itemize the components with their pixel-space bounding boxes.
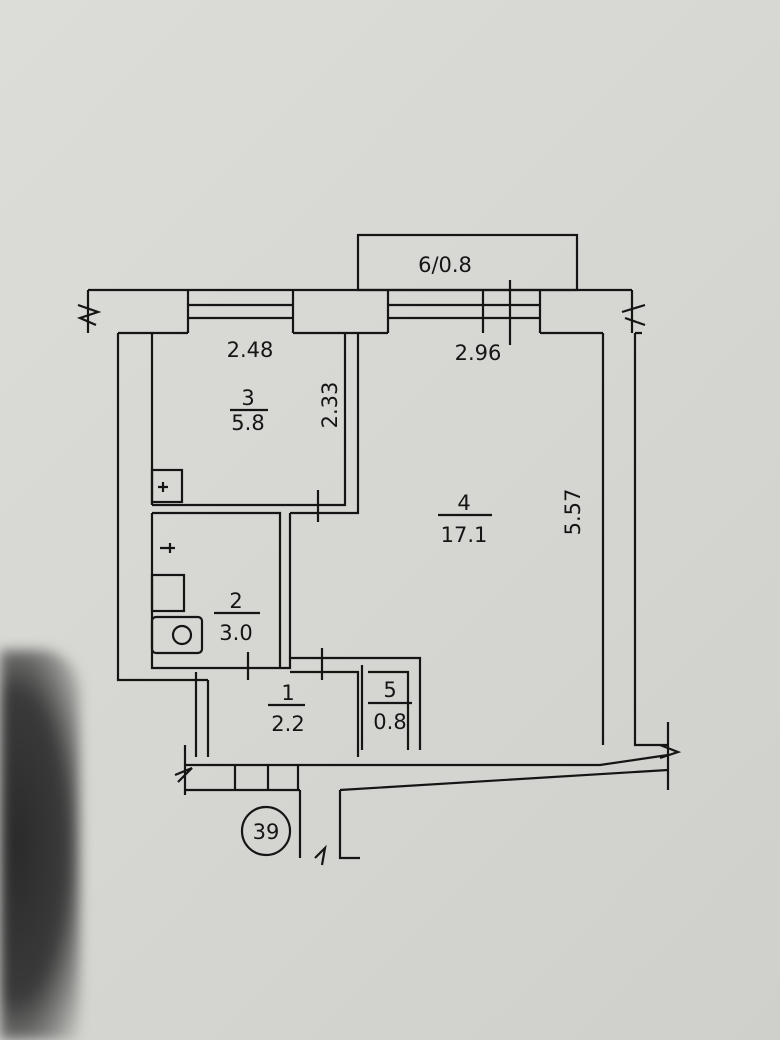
windows — [186, 280, 542, 345]
room3-width: 2.48 — [227, 338, 274, 362]
room5-number: 5 — [383, 678, 396, 702]
room2-area: 3.0 — [219, 621, 252, 645]
apartment-number-circle — [240, 805, 292, 857]
room4-width: 2.96 — [455, 341, 502, 365]
room4-area: 17.1 — [441, 523, 488, 547]
apartment-number: 39 — [253, 820, 280, 844]
interior-walls — [150, 333, 422, 757]
room4-length: 5.57 — [561, 489, 585, 536]
photo-shadow — [0, 650, 80, 1040]
room3-number: 3 — [241, 386, 254, 410]
exterior-walls — [76, 288, 682, 866]
balcony-label: 6/0.8 — [418, 253, 472, 277]
room5-area: 0.8 — [373, 710, 406, 734]
room4-number: 4 — [457, 491, 470, 515]
room1-number: 1 — [281, 681, 294, 705]
room3-length: 2.33 — [318, 382, 342, 429]
room3-area: 5.8 — [231, 411, 264, 435]
room2-number: 2 — [229, 589, 242, 613]
room1-area: 2.2 — [271, 712, 304, 736]
